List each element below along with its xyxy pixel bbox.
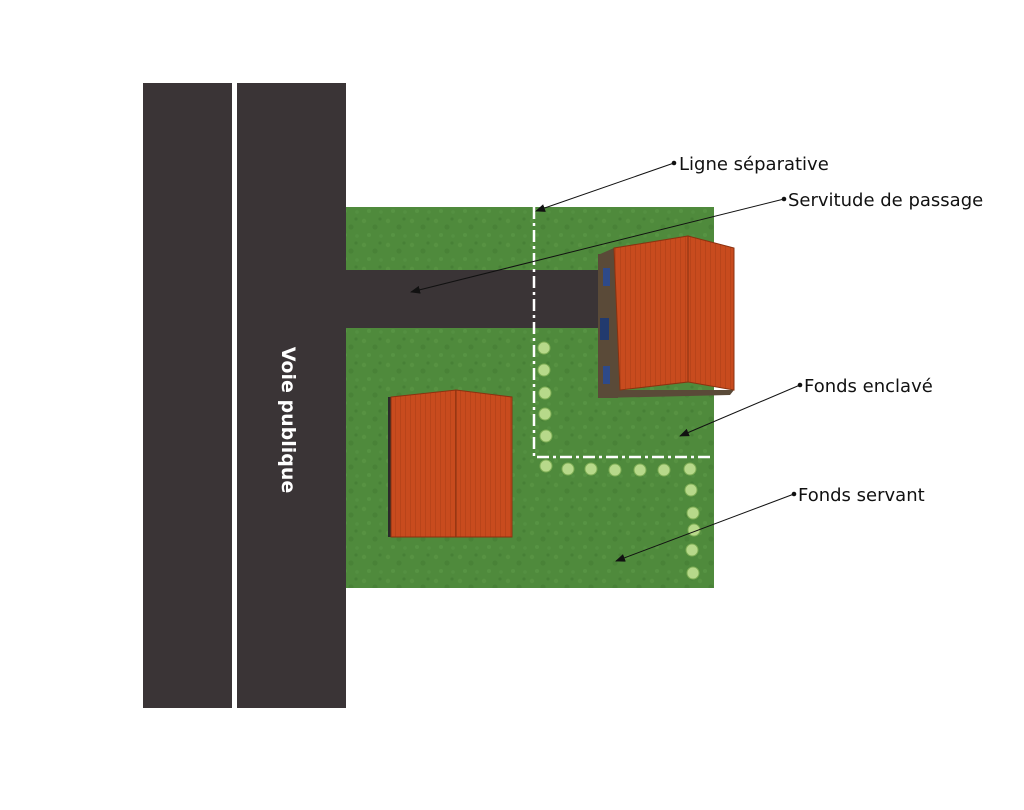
arrow-servitude-de-passage [410,198,785,294]
arrow-fonds-enclave [679,384,801,437]
annotation-arrows [410,162,801,562]
enclosed-house-roof-right [687,235,735,391]
public-road [143,83,346,708]
window-icon [603,268,610,286]
window-icon [600,318,609,340]
hedge [537,341,701,580]
arrow-ligne-separative [535,162,675,212]
separation-line [532,207,714,459]
label-servitude-de-passage: Servitude de passage [788,190,983,211]
enclosed-house-roof-left [613,235,689,391]
label-fonds-servant: Fonds servant [798,485,925,506]
arrow-fonds-servant [615,493,795,562]
servient-house-roof-right [455,389,513,538]
right-of-way-path [346,270,600,328]
window-icon [603,366,610,384]
label-ligne-separative: Ligne séparative [679,154,829,175]
road-center-line [232,83,237,708]
label-bullets [671,160,803,497]
label-voie-publique: Voie publique [277,347,299,494]
enclosed-house [598,235,735,398]
label-fonds-enclave: Fonds enclavé [804,376,933,397]
servient-house [388,389,513,538]
servient-house-roof-left [390,389,457,538]
